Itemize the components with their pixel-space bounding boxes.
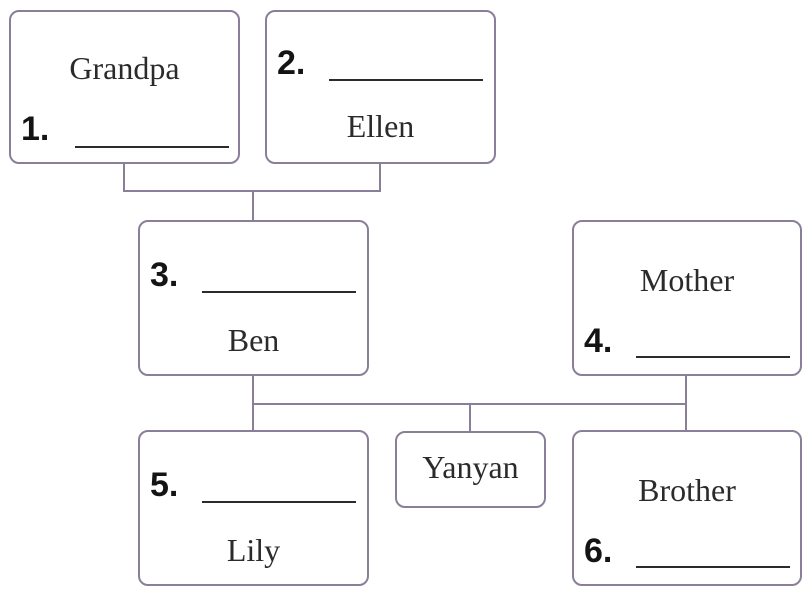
- yanyan-box: Yanyan: [395, 431, 546, 508]
- blank-4-line[interactable]: [636, 356, 790, 358]
- grandpa-box: Grandpa 1.: [9, 10, 240, 164]
- lily-label: Lily: [226, 532, 281, 568]
- blank-6-number: 6.: [584, 532, 613, 570]
- ellen-label: Ellen: [346, 108, 415, 144]
- blank-4-number: 4.: [584, 322, 613, 360]
- connector-ellen-down: [379, 163, 381, 191]
- mother-box: Mother 4.: [572, 220, 802, 376]
- connector-to-ben: [252, 190, 254, 221]
- blank-5-number: 5.: [150, 466, 179, 504]
- blank-3-line[interactable]: [202, 291, 356, 293]
- ben-label: Ben: [227, 322, 280, 358]
- connector-to-yanyan: [469, 403, 471, 432]
- yanyan-label: Yanyan: [422, 449, 519, 485]
- mother-label: Mother: [639, 262, 735, 298]
- ben-box: 3. Ben: [138, 220, 369, 376]
- grandpa-label: Grandpa: [69, 50, 180, 86]
- brother-box: Brother 6.: [572, 430, 802, 586]
- brother-label: Brother: [638, 472, 736, 508]
- blank-6-line[interactable]: [636, 566, 790, 568]
- ellen-box: 2. Ellen: [265, 10, 496, 164]
- lily-box: 5. Lily: [138, 430, 369, 586]
- blank-2-number: 2.: [277, 44, 306, 82]
- blank-2-line[interactable]: [329, 79, 483, 81]
- blank-1-number: 1.: [21, 110, 50, 148]
- blank-3-number: 3.: [150, 256, 179, 294]
- blank-1-line[interactable]: [75, 146, 229, 148]
- blank-5-line[interactable]: [202, 501, 356, 503]
- connector-grandpa-down: [123, 163, 125, 191]
